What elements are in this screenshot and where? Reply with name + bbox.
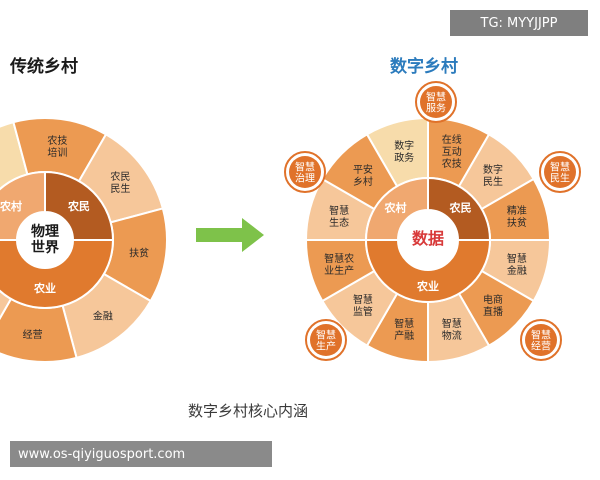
bubble [420,86,452,118]
watermark-bottom: www.os-qiyiguosport.com [10,441,272,467]
dig-center [398,210,458,270]
trad-outer-label: 农技培训 [47,134,67,159]
dig-inner-label: 农民 [449,200,472,214]
dig-outer-label: 在线互动农技 [442,133,462,170]
traditional-wheel: 乡村政务农技培训农民民生扶贫金融经营物流运输产业融合农村农民农业物理世界 [0,117,168,363]
dig-outer-label: 智慧监管 [353,293,373,318]
bubble [310,324,342,356]
bubble-label: 智慧民生 [550,161,570,185]
bubble [525,324,557,356]
traditional-title: 传统乡村 [9,56,78,77]
dig-outer-label: 智慧物流 [442,317,462,342]
bubble-label: 智慧治理 [295,161,315,185]
transition-arrow [196,218,264,252]
trad-outer-label: 金融 [93,309,113,322]
trad-inner-label: 农业 [33,281,56,295]
dig-outer-label: 数字政务 [394,139,414,164]
dig-outer-label: 数字民生 [483,163,503,188]
dig-outer-label: 智慧金融 [507,252,527,277]
trad-outer-label: 经营 [23,328,43,341]
bubble-label: 智慧服务 [426,91,446,115]
dig-outer-label: 精准扶贫 [507,204,527,229]
dig-outer-label: 智慧生态 [329,204,349,229]
trad-outer-label: 扶贫 [129,246,149,259]
dig-inner-label: 农业 [416,279,439,293]
bubble-label: 智慧经营 [531,329,551,353]
bubble-label: 智慧生产 [316,329,336,353]
dig-inner-label: 农村 [383,200,406,214]
caption: 数字乡村核心内涵 [188,402,308,420]
dig-outer-label: 智慧产融 [394,317,414,342]
trad-inner-label: 农村 [0,199,22,213]
trad-inner-label: 农民 [67,199,90,213]
digital-wheel: 数字政务在线互动农技数字民生精准扶贫智慧金融电商直播智慧物流智慧产融智慧监管智慧… [304,116,552,364]
trad-center [17,212,73,268]
bubble [289,156,321,188]
dig-center-label: 数据 [412,229,444,248]
dig-outer-label: 智慧农业生产 [324,252,354,277]
dig-outer-label: 电商直播 [483,293,503,318]
trad-outer-label: 农民民生 [110,170,130,195]
dig-outer-label: 平安乡村 [353,163,373,188]
trad-center-label: 物理世界 [31,223,60,256]
watermark-top: TG: MYYJJPP [450,10,588,36]
bubble [544,156,576,188]
digital-title: 数字乡村 [390,56,458,77]
